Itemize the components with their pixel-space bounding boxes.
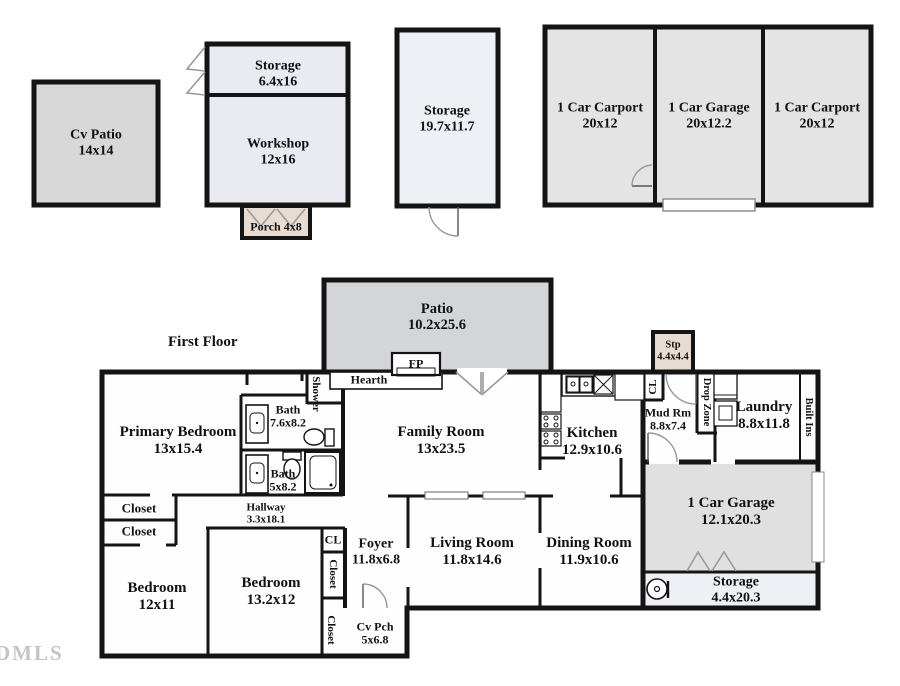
attached-garage-fill [645,464,817,572]
door-arc [665,373,697,405]
room-label-fireplace: FP [408,356,424,371]
room-label-closet-foyer: Closet [327,559,340,589]
garage-door [811,471,825,563]
door-arc [647,432,678,463]
window [424,491,469,500]
window [482,491,526,500]
room-label-closet-bottom: Closet [121,523,157,539]
sink-icon [245,404,269,444]
door-arc [631,164,653,187]
fireplace-icon [390,351,442,377]
room-label-closet-kitchen: CL [646,379,659,395]
stoop-structure [651,330,695,374]
room-label-drop-zone: Drop Zone [700,377,712,427]
range-icon [540,413,562,430]
counter [540,373,562,413]
house-footprint [102,372,818,656]
wall-openings [361,368,507,613]
double-door-icon [246,208,276,228]
washer-icon [713,373,738,400]
double-door-icon [482,371,509,396]
watermark: DMLS [0,641,64,665]
door-arc [428,206,459,237]
room-label-hearth: Hearth [350,372,388,387]
double-door-icon [276,208,306,228]
kitchen-sink-icon [565,375,594,394]
windows [424,471,825,563]
shed-structure [185,41,351,208]
shed-door-icon [185,46,206,72]
room-label-closet-top: Closet [121,500,157,516]
cooktop-icon [593,374,614,395]
attached-storage-fill [645,572,817,606]
fixtures [245,373,738,600]
double-door-icon [455,371,482,396]
storage-building-structure [394,27,501,237]
room-label-closet-entry: Closet [325,615,338,645]
bathtub-icon [304,451,341,494]
shed-door-icon [185,71,206,96]
cv-patio-structure [31,79,161,208]
water-heater-icon [646,578,670,600]
sink-icon [245,454,269,494]
page-title: First Floor [168,334,238,350]
dryer-icon [713,400,738,427]
door-arc [362,583,388,609]
door-swings [362,371,737,609]
fireplace-structure [329,351,443,390]
double-door-icon [711,550,737,572]
double-door-icon [686,550,711,572]
porch-structure [240,204,312,240]
carport-structure [542,24,874,212]
room-label-shower: Shower [310,376,323,412]
range-icon [540,430,562,447]
room-label-built-ins: Built Ins [802,397,814,437]
room-label-closet-foyer-cl: CL [324,532,342,547]
room-label-porch: Porch 4x8 [250,219,302,234]
toilet-icon [282,451,302,480]
toilet-icon [303,428,335,447]
garage-door [662,198,756,212]
